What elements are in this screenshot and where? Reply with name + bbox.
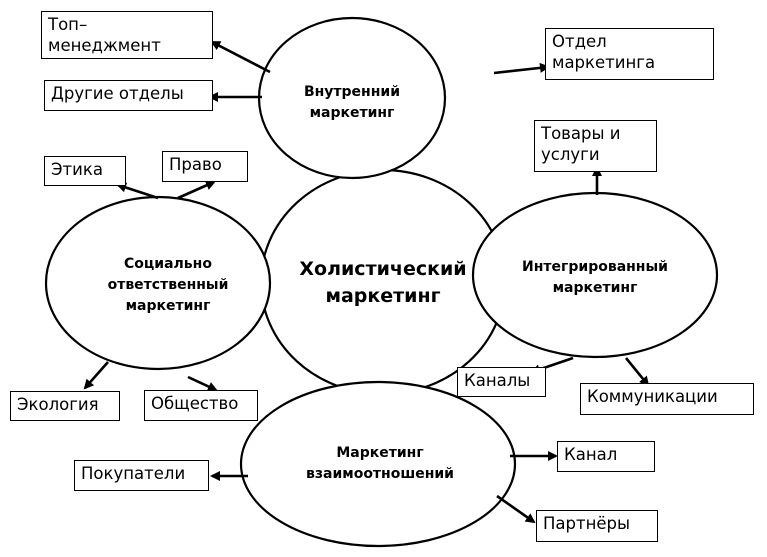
box-top-management-line1: Топ–	[48, 15, 88, 34]
box-top-management-line2: менеджмент	[48, 36, 161, 55]
integrated-marketing-label-line2: маркетинг	[552, 280, 638, 296]
arrow-to-law	[177, 180, 216, 200]
arrow-to-communications	[624, 357, 650, 387]
internal-marketing-label-line1: Внутренний	[303, 84, 401, 100]
arrow-to-ecology	[83, 361, 109, 390]
box-law: Право	[162, 151, 248, 182]
arrow-to-marketing-department	[493, 62, 550, 75]
center-label-line1: Холистический	[299, 258, 467, 280]
integrated-marketing-label: Интегрированный маркетинг	[505, 257, 685, 299]
arrow-to-top-management	[210, 40, 271, 74]
internal-marketing-label: Внутренний маркетинг	[292, 82, 412, 124]
integrated-marketing-ellipse	[471, 191, 719, 359]
box-society: Общество	[144, 390, 258, 421]
center-label-line2: маркетинг	[325, 285, 441, 307]
social-marketing-label-line1: Социально	[124, 256, 212, 272]
social-marketing-label-line2: ответственный	[107, 277, 229, 293]
relationship-marketing-label-line1: Маркетинг	[336, 445, 424, 461]
box-marketing-department-line1: Отдел	[552, 32, 607, 51]
box-goods-services-line1: Товары и	[541, 124, 621, 143]
relationship-marketing-label: Маркетинг взаимоотношений	[300, 443, 460, 485]
box-goods-services: Товары и услуги	[534, 120, 657, 172]
box-ecology: Экология	[10, 391, 120, 421]
box-ethics: Этика	[44, 156, 126, 186]
relationship-marketing-ellipse	[239, 380, 517, 548]
box-other-departments: Другие отделы	[44, 80, 213, 111]
social-marketing-label-line3: маркетинг	[125, 298, 211, 314]
integrated-marketing-label-line1: Интегрированный	[522, 259, 668, 275]
box-top-management: Топ– менеджмент	[41, 11, 213, 59]
arrow-to-partners	[496, 494, 536, 524]
relationship-marketing-label-line2: взаимоотношений	[306, 466, 454, 482]
box-channel: Канал	[557, 441, 655, 472]
box-marketing-department-line2: маркетинга	[552, 53, 656, 72]
box-goods-services-line2: услуги	[541, 145, 600, 164]
box-marketing-department: Отдел маркетинга	[545, 28, 714, 80]
arrow-to-society	[187, 375, 218, 392]
box-partners: Партнёры	[536, 510, 658, 542]
box-buyers: Покупатели	[74, 460, 209, 491]
social-marketing-label: Социально ответственный маркетинг	[93, 254, 243, 317]
box-channels: Каналы	[457, 367, 546, 397]
internal-marketing-label-line2: маркетинг	[309, 105, 395, 121]
arrow-to-ethics	[116, 182, 159, 200]
center-label: Холистический маркетинг	[283, 256, 483, 310]
box-communications: Коммуникации	[580, 383, 754, 415]
